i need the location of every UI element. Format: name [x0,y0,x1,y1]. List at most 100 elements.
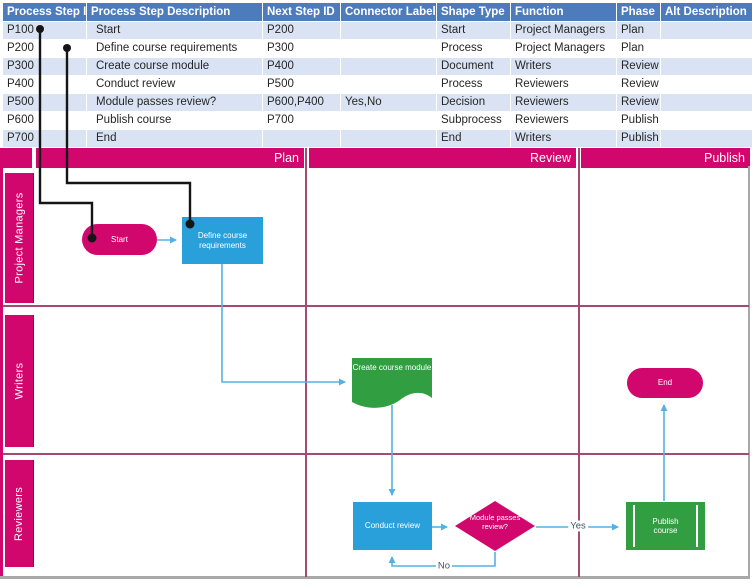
col-header-alt-description[interactable]: Alt Description [660,2,752,22]
cell-process-step-id[interactable]: P100 [2,21,87,40]
cell-next-step-id[interactable]: P300 [262,39,341,58]
cell-alt-description[interactable] [660,21,752,40]
phase-band-publish[interactable]: Publish [581,148,750,168]
col-header-connector-label[interactable]: Connector Label [340,2,437,22]
cell-alt-description[interactable] [660,57,752,76]
shape-publish-label: Publish course [652,516,679,536]
cell-next-step-id[interactable] [262,129,341,148]
cell-process-step-id[interactable]: P500 [2,93,87,112]
cell-shape-type[interactable]: End [436,129,511,148]
process-steps-table: Process Step ID Process Step Description… [2,2,752,148]
connector-label-no: No [435,560,453,572]
cell-function[interactable]: Reviewers [510,93,617,112]
col-header-process-step-id[interactable]: Process Step ID [2,2,87,22]
col-header-process-step-description[interactable]: Process Step Description [86,2,263,22]
cell-next-step-id[interactable]: P400 [262,57,341,76]
lane-divider-2 [3,453,749,455]
cell-shape-type[interactable]: Document [436,57,511,76]
col-header-phase[interactable]: Phase [616,2,661,22]
shape-create-label: Create course module [352,363,432,372]
shape-decision-label: Module passes review? [469,513,521,531]
cell-alt-description[interactable] [660,75,752,94]
shape-end-label: End [657,378,673,388]
cell-function[interactable]: Writers [510,57,617,76]
cell-process-step-description[interactable]: Create course module [86,57,263,76]
lane-header-writers[interactable]: Writers [5,315,34,447]
shape-publish-course[interactable]: Publish course [626,502,705,550]
lane-divider-1 [3,305,749,307]
cell-shape-type[interactable]: Process [436,75,511,94]
cell-process-step-description[interactable]: Start [86,21,263,40]
cell-function[interactable]: Writers [510,129,617,148]
col-header-function[interactable]: Function [510,2,617,22]
cell-phase[interactable]: Publish [616,129,661,148]
cell-phase[interactable]: Publish [616,111,661,130]
cell-connector-label[interactable] [340,21,437,40]
cell-function[interactable]: Project Managers [510,21,617,40]
cell-process-step-id[interactable]: P200 [2,39,87,58]
cell-alt-description[interactable] [660,93,752,112]
col-header-shape-type[interactable]: Shape Type [436,2,511,22]
phase-divider-plan-review [305,148,307,577]
shape-end[interactable]: End [627,368,703,398]
cell-phase[interactable]: Plan [616,21,661,40]
shape-start[interactable]: Start [82,224,157,255]
lane-label-writers: Writers [13,362,26,400]
cell-next-step-id[interactable]: P200 [262,21,341,40]
cell-process-step-description[interactable]: Module passes review? [86,93,263,112]
shape-define-course-requirements[interactable]: Define course requirements [182,217,263,264]
phase-band-review[interactable]: Review [309,148,576,168]
cell-process-step-description[interactable]: Conduct review [86,75,263,94]
cell-phase[interactable]: Review [616,93,661,112]
cell-shape-type[interactable]: Start [436,21,511,40]
cell-process-step-description[interactable]: Publish course [86,111,263,130]
cell-process-step-id[interactable]: P300 [2,57,87,76]
lane-header-reviewers[interactable]: Reviewers [5,460,34,567]
phase-band-plan[interactable]: Plan [36,148,304,168]
shape-conduct-review[interactable]: Conduct review [353,502,432,550]
cell-function[interactable]: Reviewers [510,75,617,94]
cell-alt-description[interactable] [660,39,752,58]
cell-phase[interactable]: Plan [616,39,661,58]
subprocess-left-bar [633,505,635,547]
cell-process-step-description[interactable]: Define course requirements [86,39,263,58]
cell-alt-description[interactable] [660,111,752,130]
cell-next-step-id[interactable]: P600,P400 [262,93,341,112]
cell-next-step-id[interactable]: P700 [262,111,341,130]
connector-define-to-create[interactable] [221,264,346,386]
lane-label-project-managers: Project Managers [13,192,26,284]
cell-connector-label[interactable]: Yes,No [340,93,437,112]
cell-connector-label[interactable] [340,39,437,58]
cell-function[interactable]: Project Managers [510,39,617,58]
subprocess-right-bar [696,505,698,547]
cell-connector-label[interactable] [340,57,437,76]
cell-process-step-id[interactable]: P400 [2,75,87,94]
cell-shape-type[interactable]: Subprocess [436,111,511,130]
cell-connector-label[interactable] [340,75,437,94]
phase-label-review: Review [530,151,571,165]
cell-alt-description[interactable] [660,129,752,148]
decision-diamond-outline [455,501,535,551]
cell-phase[interactable]: Review [616,57,661,76]
cell-process-step-id[interactable]: P600 [2,111,87,130]
cell-connector-label[interactable] [340,111,437,130]
col-header-next-step-id[interactable]: Next Step ID [262,2,341,22]
lane-header-project-managers[interactable]: Project Managers [5,173,34,303]
shape-decision-module-passes-review[interactable]: Module passes review? [453,499,537,553]
cell-shape-type[interactable]: Decision [436,93,511,112]
cell-next-step-id[interactable]: P500 [262,75,341,94]
cell-connector-label[interactable] [340,129,437,148]
cell-process-step-id[interactable]: P700 [2,129,87,148]
cell-process-step-description[interactable]: End [86,129,263,148]
cell-function[interactable]: Reviewers [510,111,617,130]
shape-create-course-module[interactable]: Create course module [352,358,432,410]
cell-shape-type[interactable]: Process [436,39,511,58]
phase-label-plan: Plan [273,151,299,165]
cell-phase[interactable]: Review [616,75,661,94]
